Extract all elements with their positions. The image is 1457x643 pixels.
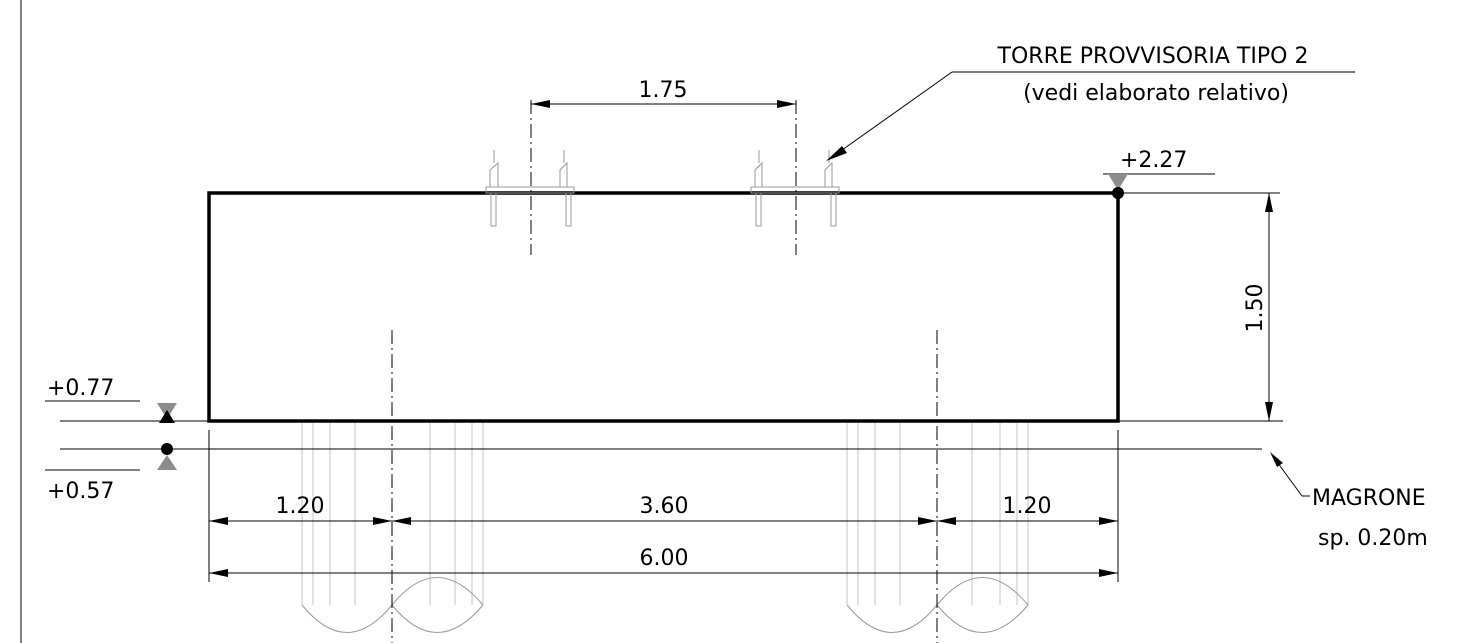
dim-label-3-60: 3.60: [640, 494, 689, 519]
elevation-bottom-marker: [45, 400, 209, 423]
pile-left: [301, 422, 484, 633]
elevation-top-marker: [1103, 173, 1215, 199]
dim-label-left-1-20: 1.20: [276, 494, 325, 519]
dim-label-6-00: 6.00: [640, 546, 689, 571]
pile-right: [846, 422, 1029, 633]
tower-base-right: [750, 150, 840, 227]
magrone-note-line2: sp. 0.20m: [1318, 526, 1428, 551]
magrone-note-line1: MAGRONE: [1312, 486, 1426, 511]
pile-cap: [207, 191, 1120, 423]
dim-label-1-75: 1.75: [639, 78, 688, 103]
elevation-top-label: +2.27: [1120, 148, 1187, 173]
magrone-leader: [1270, 452, 1310, 497]
dim-extension-lines: [208, 430, 1119, 582]
dim-label-1-50: 1.50: [1243, 284, 1268, 333]
dim-total-length: [209, 569, 1118, 577]
tower-note-leader: [826, 71, 1355, 161]
dim-chain-partial: [209, 517, 1118, 525]
dim-axis-spacing-top: [531, 100, 796, 108]
tower-note-line1: TORRE PROVVISORIA TIPO 2: [997, 44, 1309, 69]
elevation-bottom-label: +0.77: [47, 376, 114, 401]
elevation-magrone-marker: [45, 443, 177, 471]
dim-height: [1118, 192, 1283, 422]
dim-label-right-1-20: 1.20: [1003, 494, 1052, 519]
tower-base-left: [485, 150, 575, 227]
tower-note-line2: (vedi elaborato relativo): [1023, 81, 1289, 106]
elevation-magrone-label: +0.57: [47, 479, 114, 504]
